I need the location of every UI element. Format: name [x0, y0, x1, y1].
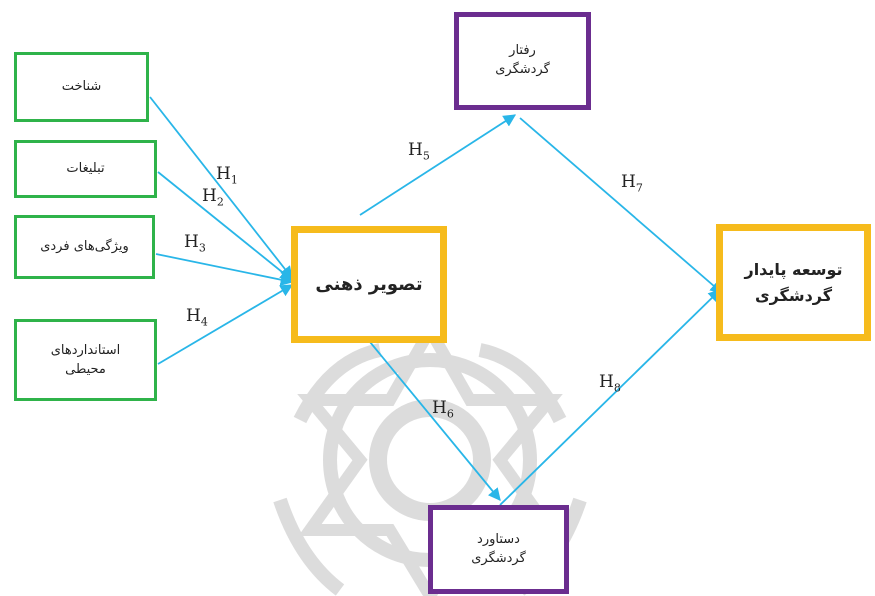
arrow-h6	[369, 341, 501, 501]
arrow-h4	[157, 284, 294, 365]
box-advertising-label: تبلیغات	[66, 161, 105, 177]
label-h2: H2	[202, 186, 224, 209]
box-environmental-standards-line2: محیطی	[65, 362, 106, 377]
arrow-h5	[359, 114, 517, 216]
label-h4: H4	[186, 306, 208, 329]
arrow-h1	[149, 96, 293, 279]
box-tourism-outcome: دستاورد گردشگری	[428, 505, 569, 594]
box-mental-image: تصویر ذهنی	[291, 226, 447, 343]
arrow-h7	[519, 117, 723, 294]
box-environmental-standards-line1: استانداردهای	[50, 342, 121, 358]
label-h5: H5	[408, 140, 430, 163]
box-mental-image-label: تصویر ذهنی	[315, 274, 423, 295]
box-tourism-outcome-line1: دستاورد	[477, 531, 520, 547]
arrow-h8	[499, 289, 721, 506]
box-tourism-behavior-line2: گردشگری	[495, 62, 550, 77]
arrow-h3	[155, 253, 294, 286]
box-personal-traits-label: ویژگی‌های فردی	[40, 239, 129, 255]
box-personal-traits: ویژگی‌های فردی	[14, 215, 155, 279]
label-h6: H6	[432, 398, 454, 421]
box-tourism-behavior: رفتار گردشگری	[454, 12, 591, 110]
arrow-h2	[157, 171, 293, 281]
label-h3: H3	[184, 232, 206, 255]
box-recognition-label: شناخت	[61, 79, 102, 95]
box-sustainable-development-line2: گردشگری	[754, 285, 833, 305]
box-tourism-behavior-line1: رفتار	[509, 43, 536, 59]
box-tourism-outcome-line2: گردشگری	[471, 550, 526, 566]
box-environmental-standards: استانداردهای محیطی	[14, 319, 157, 401]
box-advertising: تبلیغات	[14, 140, 157, 198]
label-h8: H8	[599, 372, 621, 395]
arrows	[149, 96, 723, 506]
box-sustainable-development: توسعه پایدار گردشگری	[716, 224, 871, 341]
label-h1: H1	[216, 164, 238, 187]
box-recognition: شناخت	[14, 52, 149, 122]
box-sustainable-development-line1: توسعه پایدار	[744, 259, 843, 279]
label-h7: H7	[621, 172, 643, 195]
